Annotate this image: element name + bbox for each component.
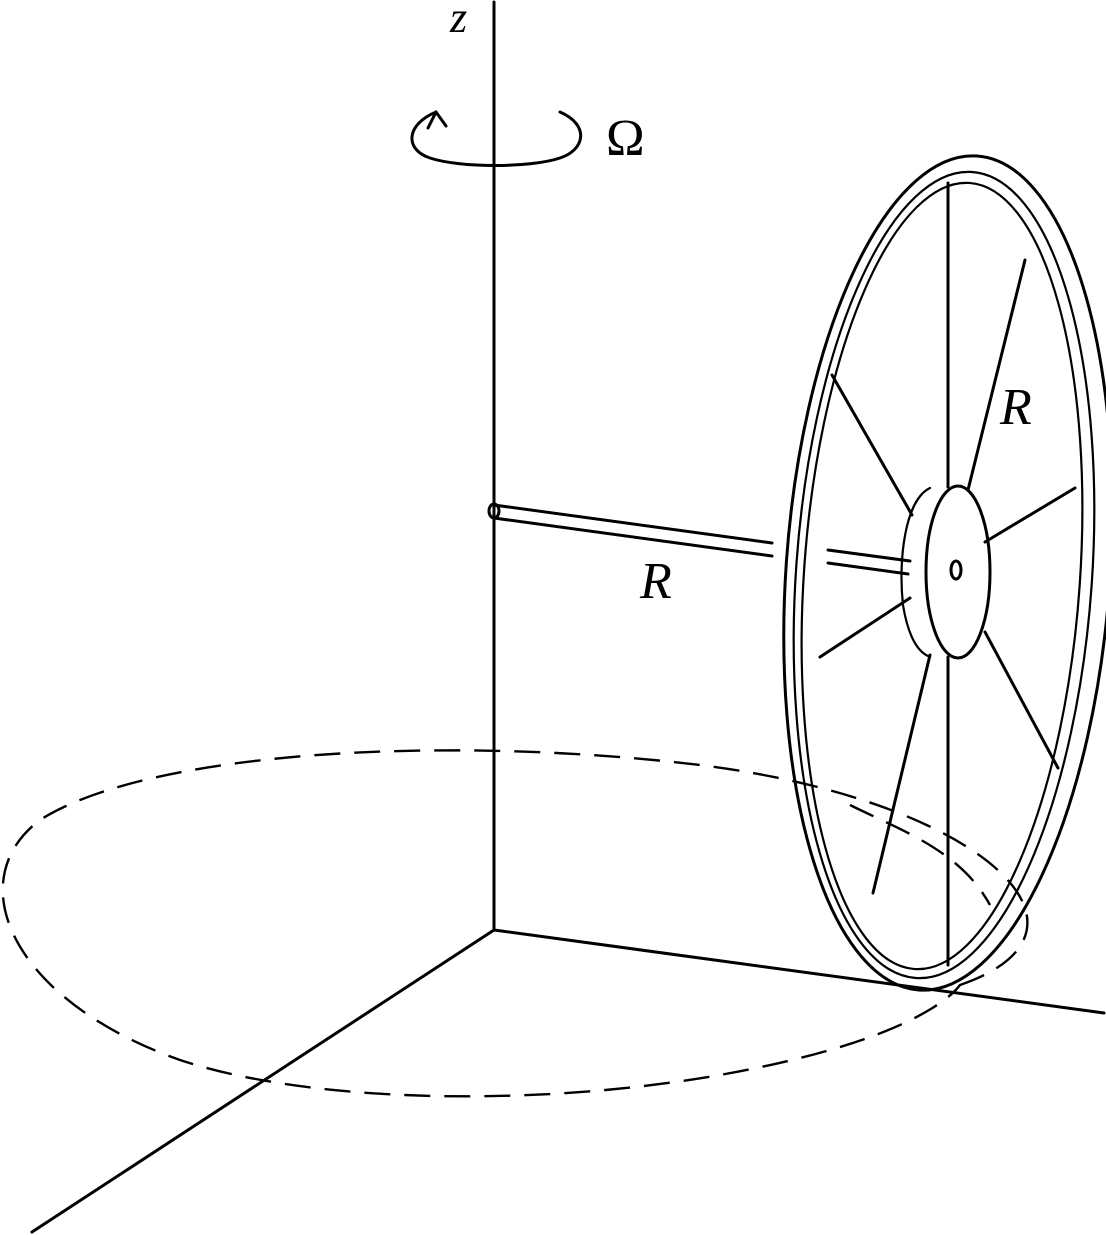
spoke [966,258,1027,492]
omega-label: Ω [606,110,645,167]
floor-axis-diagonal [30,928,496,1234]
wheel-rim-outer [782,154,1106,992]
rotation-arrow-icon [410,110,583,167]
wheel-radius-label: R [999,379,1032,436]
spoke [983,630,1060,770]
axle-arm [487,502,912,576]
wheel [782,154,1106,992]
wheel-rim-inner-2 [800,181,1084,971]
floor-path-ellipse [1,749,1029,1098]
spoke [830,373,914,517]
floor-axis-right [492,928,1106,1015]
spoke [983,486,1077,544]
hub-back [900,486,932,658]
hub [924,484,992,660]
hub-center [949,559,963,581]
arm-length-label: R [639,553,672,610]
spoke [818,596,912,659]
z-axis-label: z [449,0,467,42]
spoke [871,653,932,895]
wheel-rim-inner-1 [792,170,1096,980]
